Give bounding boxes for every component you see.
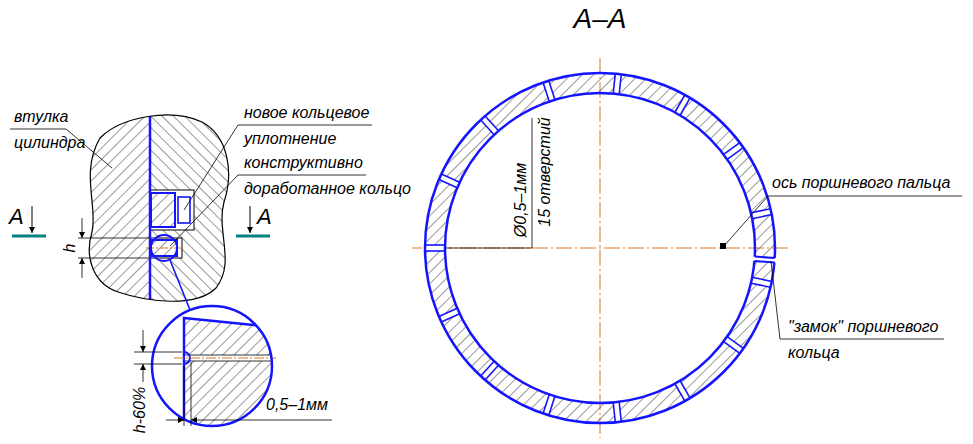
ring-lock-gap <box>751 256 777 262</box>
dimension-line <box>82 218 83 238</box>
leader-shelf <box>532 118 533 248</box>
radial-hole-edge <box>619 402 621 422</box>
ring-gap <box>751 256 777 262</box>
part-label: новое кольцевое уплотнение <box>244 100 409 152</box>
dimension-text: h-60% <box>130 387 149 433</box>
leader-line <box>445 248 532 249</box>
radial-hole-edge <box>752 215 772 219</box>
hole-axis <box>174 358 276 359</box>
leader-line <box>724 196 768 246</box>
piston-ring <box>151 193 175 227</box>
section-marks <box>12 206 270 236</box>
magnified-view <box>134 300 332 432</box>
radial-hole-edge <box>481 120 494 135</box>
leader-shelf <box>238 175 366 176</box>
center-line <box>412 248 790 249</box>
radial-hole-edge <box>481 361 494 376</box>
radial-hole-edge <box>752 277 772 281</box>
ring-section <box>412 58 962 438</box>
dimension-text: h <box>60 244 79 253</box>
radial-hole-edge <box>675 384 685 401</box>
radial-hole-edge <box>549 396 555 415</box>
section-arrow <box>32 206 33 233</box>
dimension-text: Ø0,5–1мм <box>511 163 530 237</box>
ring-lock-gap-edge <box>755 257 775 258</box>
section-letter: А <box>9 204 24 230</box>
part-label: "замок" поршневого кольца <box>788 314 963 366</box>
break-outline <box>89 115 228 301</box>
piston-section <box>150 100 250 320</box>
dimension-line <box>166 420 184 421</box>
radial-hole-edge <box>724 342 740 354</box>
radial-hole-edge <box>680 98 690 115</box>
leader-line <box>771 261 780 339</box>
radial-hole-edge <box>485 365 498 380</box>
ring-profile <box>184 318 284 432</box>
leader-line <box>184 125 238 210</box>
extension-line <box>134 352 182 353</box>
section-title: А–А <box>574 2 627 36</box>
radial-hole-edge <box>425 250 445 252</box>
radial-hole-edge <box>425 244 445 246</box>
radial-hole-edge <box>549 81 555 100</box>
note-text: 15 отверстий <box>535 117 554 226</box>
h-dimension <box>78 218 149 278</box>
leader-line <box>170 175 238 246</box>
radial-hole-edge <box>439 308 457 316</box>
extension-line <box>78 258 149 259</box>
dimension-line <box>143 330 144 352</box>
detail-circle <box>151 235 177 261</box>
radial-hole-edge <box>727 148 743 160</box>
part-label: конструктивно доработанное кольцо <box>244 150 429 202</box>
magnified-circle <box>152 306 272 426</box>
extension-line <box>184 366 185 426</box>
extension-line <box>78 238 149 239</box>
detail-view <box>60 100 250 320</box>
leader-shelf <box>238 125 372 126</box>
part-label: втулка цилиндра <box>14 104 94 156</box>
section-stroke <box>236 235 270 238</box>
extension-line <box>134 364 182 365</box>
radial-hole-edge <box>619 74 621 94</box>
section-letter: А <box>257 204 272 230</box>
dimension-line <box>82 258 83 278</box>
hole-edge <box>185 361 285 362</box>
center-line <box>600 58 601 438</box>
ring-hatch <box>425 73 775 423</box>
bore-line <box>149 100 152 320</box>
radial-hole-edge <box>441 174 459 182</box>
radial-holes <box>422 71 775 426</box>
upper-groove <box>150 190 194 230</box>
leader-shelf <box>768 196 962 197</box>
ring-inner <box>445 93 755 403</box>
dimension-line <box>191 420 332 421</box>
radial-hole-edge <box>751 283 771 287</box>
section-arrow <box>250 206 251 233</box>
radial-hole-edge <box>613 402 615 422</box>
extension-line <box>191 362 192 426</box>
dimension-line <box>143 364 144 382</box>
ring-outer <box>425 73 775 423</box>
radial-hole-edge <box>485 116 498 131</box>
leader-shelf <box>780 339 944 340</box>
detail-link <box>170 260 190 310</box>
leader-shelf <box>10 129 66 130</box>
radial-hole-edge <box>543 394 549 413</box>
dimension-text: 0,5–1мм <box>266 392 328 418</box>
radial-hole-edge <box>543 82 549 101</box>
pin-axis-dot <box>720 243 726 249</box>
section-stroke <box>12 235 46 238</box>
part-label: ось поршневого пальца <box>772 170 950 196</box>
radial-hole-edge <box>613 74 615 94</box>
